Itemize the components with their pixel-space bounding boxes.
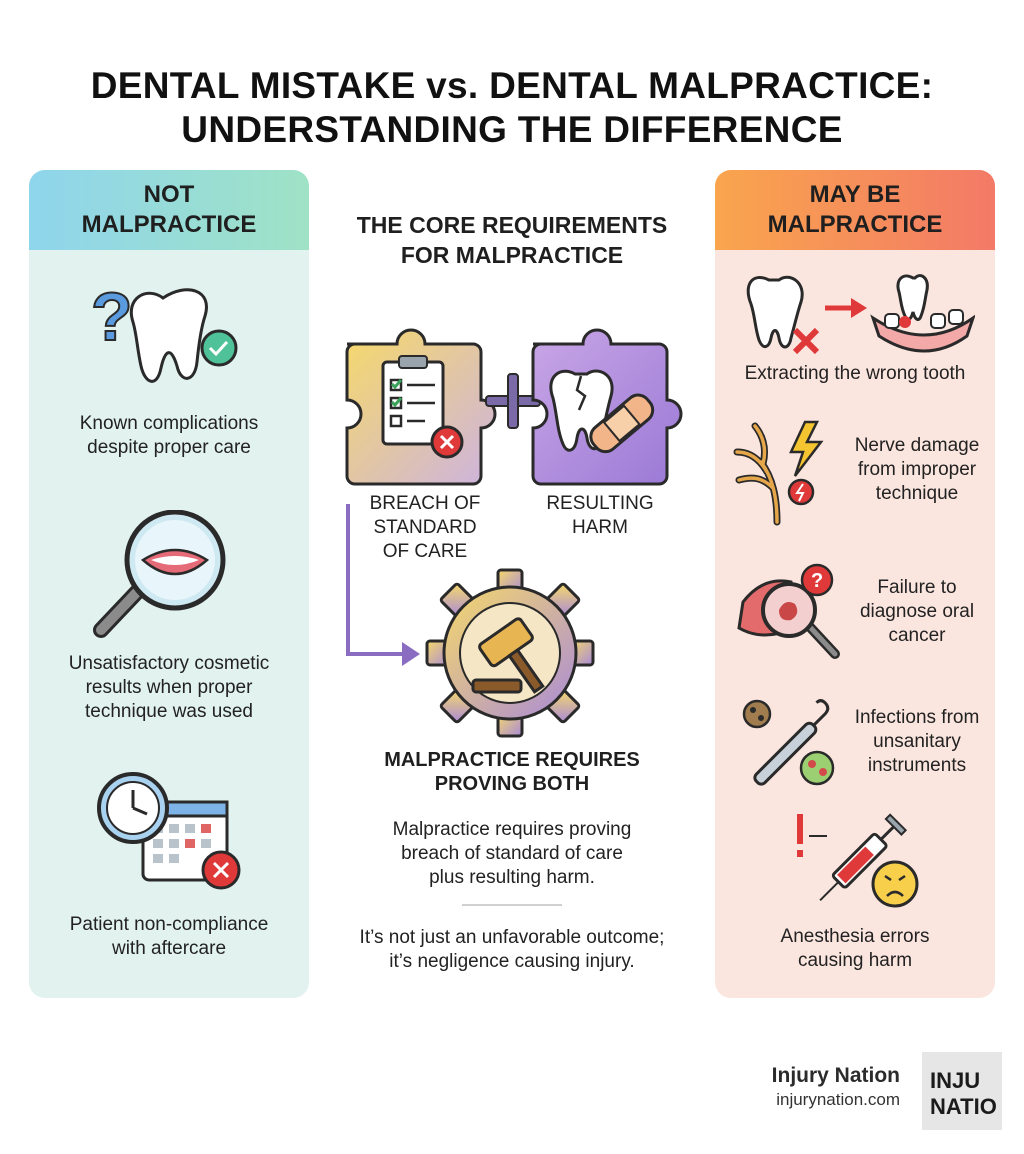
list-item: Unsatisfactory cosmetic results when pro… [29,652,309,724]
dental-probe-germs-icon [742,699,835,786]
list-item: Failure to diagnose oral cancer [839,576,995,648]
summary-text: It’s not just an unfavorable outcome; it… [320,926,704,974]
label-line: OF CARE [382,541,468,562]
may-be-malpractice-heading: MAY BE MALPRACTICE [715,170,995,250]
heading-line-1: MAY BE [809,181,901,208]
item-line: instruments [867,755,967,776]
not-malpractice-heading: NOT MALPRACTICE [29,170,309,250]
label-line: RESULTING [546,493,654,514]
item-line: causing harm [797,950,913,971]
logo-line: NATIO [930,1094,997,1119]
gavel-gear-icon [425,568,595,738]
gavel-heading: MALPRACTICE REQUIRES PROVING BOTH [320,748,704,796]
list-item: Patient non-compliance with aftercare [29,913,309,961]
item-line: Known complications [79,413,259,434]
label-line: BREACH OF [369,493,481,514]
body-line: breach of standard of care [401,843,623,864]
item-line: Infections from [854,707,980,728]
page-title: DENTAL MISTAKE vs. DENTAL MALPRACTICE: U… [0,64,1024,152]
label-line: STANDARD [373,517,477,538]
item-line: Patient non-compliance [69,914,269,935]
title-line-1: DENTAL MISTAKE vs. DENTAL MALPRACTICE: [90,65,934,106]
item-line: technique [875,483,959,504]
heading-line-2: MALPRACTICE [767,211,943,238]
tooth-question-check-icon: ? [91,278,238,383]
harm-label: RESULTING HARM [530,492,670,540]
flow-arrow-icon [346,504,420,666]
title-line-2: UNDERSTANDING THE DIFFERENCE [181,109,843,150]
heading-line-1: THE CORE REQUIREMENTS [356,212,668,238]
item-line: diagnose oral [859,601,975,622]
wrong-tooth-extraction-icon [746,274,975,355]
explanation-text: Malpractice requires proving breach of s… [320,818,704,890]
item-line: results when proper [85,677,253,698]
heading-line-1: MALPRACTICE REQUIRES [384,749,640,771]
logo-line: INJU [930,1068,981,1093]
heading-line-2: MALPRACTICE [81,211,257,238]
body-line: It’s not just an unfavorable outcome; [359,927,665,948]
svg-text:?: ? [91,279,133,355]
body-line: it’s negligence causing injury. [389,951,635,972]
item-line: Unsatisfactory cosmetic [68,653,270,674]
body-line: plus resulting harm. [429,867,595,888]
clock-calendar-x-icon [97,772,241,890]
magnifier-smile-icon [93,510,226,638]
item-line: Nerve damage [854,435,980,456]
item-line: from improper [857,459,977,480]
list-item: Anesthesia errors causing harm [715,925,995,973]
item-line: despite proper care [87,437,251,458]
brand-name: Injury Nation [771,1064,900,1087]
body-line: Malpractice requires proving [392,819,632,840]
item-line: technique was used [85,701,253,722]
item-line: with aftercare [111,938,227,959]
svg-text:?: ? [811,570,823,592]
breach-label: BREACH OF STANDARD OF CARE [355,492,495,564]
item-line: unsanitary [873,731,961,752]
bandage-icon [589,393,655,454]
label-line: HARM [572,517,628,538]
core-requirements-heading: THE CORE REQUIREMENTS FOR MALPRACTICE [320,210,704,270]
nerve-lightning-icon [733,420,824,526]
brand-logo: INJU NATIO [922,1052,1002,1130]
item-line: Failure to [877,577,957,598]
list-item: Nerve damage from improper technique [839,434,995,506]
not-malpractice-panel: NOT MALPRACTICE ? Known complications de… [29,170,309,998]
magnifier-lesion-icon: ? [737,563,840,659]
item-line: Anesthesia errors [780,926,930,947]
requirements-puzzle-graphic [345,328,683,486]
heading-line-2: FOR MALPRACTICE [400,242,624,268]
item-line: cancer [888,625,946,646]
germ-icon [742,699,772,729]
syringe-sad-face-icon [797,813,919,908]
may-be-malpractice-panel: MAY BE MALPRACTICE Extracting the wrong … [715,170,995,998]
item-line: Extracting the wrong tooth [744,363,966,384]
list-item: Known complications despite proper care [29,412,309,460]
divider [462,904,562,906]
brand-url[interactable]: injurynation.com [776,1090,900,1109]
heading-line-1: NOT [143,181,195,208]
list-item: Extracting the wrong tooth [715,362,995,386]
heading-line-2: PROVING BOTH [434,773,590,795]
list-item: Infections from unsanitary instruments [839,706,995,778]
